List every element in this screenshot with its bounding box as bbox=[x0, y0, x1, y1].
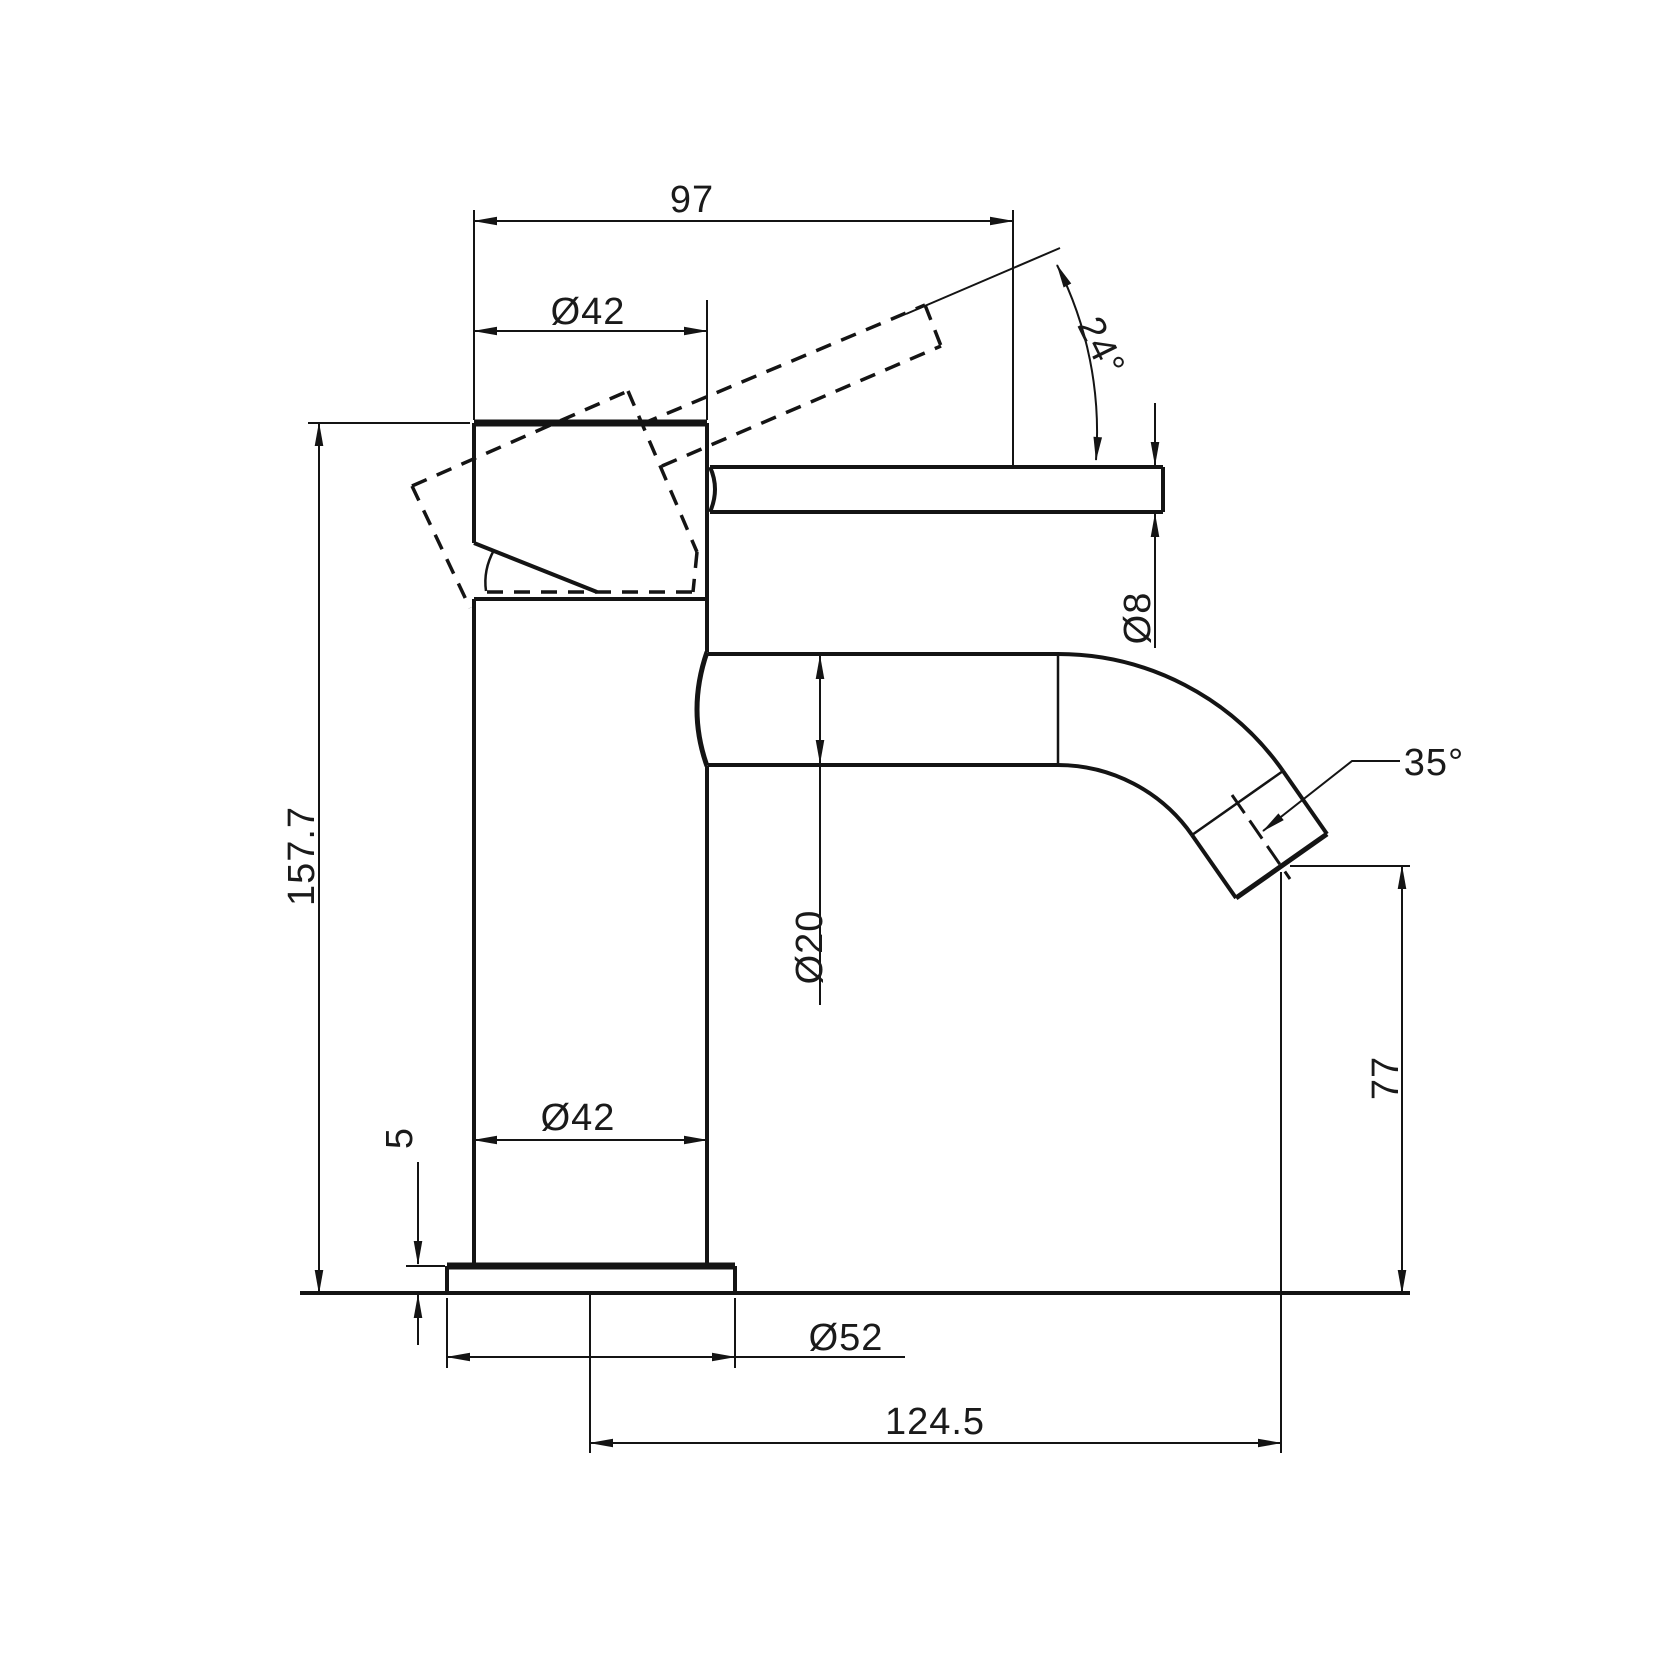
dim-reach-label: 124.5 bbox=[885, 1401, 985, 1443]
raised-lever-bottom-edge bbox=[661, 344, 942, 468]
dim-35deg-leader bbox=[1262, 760, 1400, 832]
dim-plate-label: 5 bbox=[379, 1127, 421, 1149]
spout-bend-inner-arc bbox=[1057, 763, 1194, 837]
raised-lever-top-edge bbox=[641, 303, 926, 426]
raised-cap-right-lower-edge bbox=[691, 551, 699, 593]
dim-24deg-label: 24° bbox=[1069, 310, 1133, 383]
raised-cap-left-edge bbox=[410, 485, 472, 609]
spout-outlet-face bbox=[1234, 831, 1329, 901]
dim-lever-diameter-label: Ø8 bbox=[1117, 592, 1159, 645]
spout-tip-outer-edge bbox=[1281, 769, 1329, 836]
dim-24deg-arc bbox=[1056, 264, 1103, 461]
lever-root-arc bbox=[708, 466, 717, 513]
raised-cap-top-edge bbox=[411, 389, 629, 488]
dim-head-diameter-label: Ø42 bbox=[551, 291, 626, 333]
dim-spout-diameter-label: Ø20 bbox=[789, 910, 831, 985]
dim-height-label: 157.7 bbox=[281, 806, 323, 906]
ext-line-raised-lever bbox=[905, 247, 1061, 315]
dim-outlet-height-label: 77 bbox=[1365, 1056, 1407, 1100]
spout-tip-inner-edge bbox=[1190, 833, 1238, 900]
raised-lever-end-face bbox=[923, 304, 943, 347]
outlet-axis-centerline bbox=[1230, 794, 1292, 880]
dim-base-diameter-label: Ø52 bbox=[809, 1317, 884, 1359]
raised-cap-right-edge bbox=[626, 390, 699, 553]
spout-root-fillet bbox=[694, 651, 710, 767]
head-tilt-arc bbox=[484, 549, 496, 592]
dim-body-diameter-label: Ø42 bbox=[541, 1097, 616, 1139]
spout-bend-outer-arc bbox=[1057, 652, 1285, 773]
dim-97-label: 97 bbox=[670, 179, 714, 221]
dim-35deg-label: 35° bbox=[1404, 742, 1464, 784]
